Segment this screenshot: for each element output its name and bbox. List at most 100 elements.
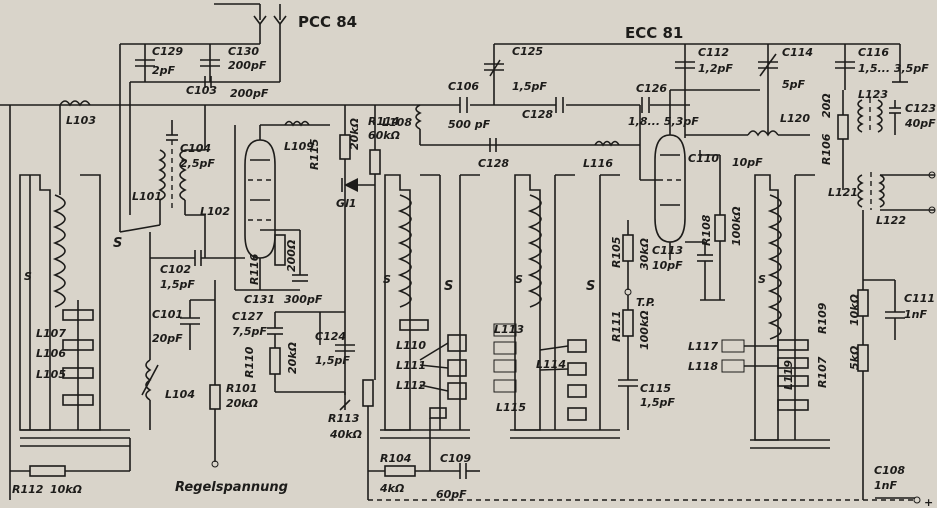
- l117-coil: [721, 339, 745, 353]
- l103-label: L103: [66, 114, 96, 127]
- main-rail: [0, 97, 690, 500]
- c126-label: C125: [512, 45, 543, 58]
- r101-resistor: [209, 384, 221, 410]
- c131-label: C131: [244, 293, 275, 306]
- l116-coil: [594, 140, 620, 147]
- r111-label: R111: [610, 311, 623, 342]
- r104-label: R104: [380, 452, 411, 465]
- r108-value: 100kΩ: [730, 206, 743, 246]
- l119-label: L119: [782, 360, 795, 390]
- l118-label: L118: [688, 360, 718, 373]
- c130-label: C130: [228, 45, 259, 58]
- r114-resistor: [369, 149, 381, 175]
- r113-label: R113: [328, 412, 360, 425]
- l121-label: L121: [828, 186, 858, 199]
- c129-label: C129: [152, 45, 183, 58]
- c108-label: C108: [874, 464, 905, 477]
- c126-value: 1,5pF: [512, 80, 547, 93]
- l122-label: L122: [876, 214, 906, 227]
- r110-label: R110: [243, 346, 256, 378]
- r112-resistor: [29, 465, 66, 477]
- l117-label: L117: [688, 340, 718, 353]
- ecc81-tube: [639, 89, 760, 260]
- r101-value: 20kΩ: [226, 397, 258, 410]
- c110-label: C116: [858, 46, 889, 59]
- c109-value: 1,5pF: [640, 396, 675, 409]
- r106-label: R106: [820, 133, 833, 165]
- r113-value: 40kΩ: [329, 428, 362, 441]
- shield-s-small-4: S: [758, 273, 766, 286]
- l107-label: L107: [36, 327, 66, 340]
- r104-value: 4kΩ: [379, 482, 404, 495]
- c106-label: C124: [315, 330, 346, 343]
- c111-value: 1nF: [904, 308, 927, 321]
- c114-value: 1,2pF: [698, 62, 733, 75]
- l109-label: L109: [284, 140, 314, 153]
- c108-value: 1nF: [874, 479, 897, 492]
- coil-bank-2: [380, 174, 480, 439]
- c104-label: C104: [180, 142, 211, 155]
- c110-value: 1,5... 3,5pF: [858, 62, 929, 75]
- shield-s-small-1: S: [24, 270, 32, 283]
- r114-label: R114: [368, 115, 399, 128]
- l101-label: L101: [132, 190, 162, 203]
- c127-value: 7,5pF: [232, 325, 267, 338]
- diode-gl1: [344, 178, 358, 192]
- l113-label: L113: [494, 323, 524, 336]
- shield-s-small-3: S: [515, 273, 523, 286]
- l112-label: L112: [396, 379, 426, 392]
- c129-value: 2pF: [152, 64, 176, 77]
- l118-coil: [721, 359, 745, 373]
- r112-label: R112: [12, 483, 44, 496]
- r111-value: 100kΩ: [638, 310, 651, 350]
- c116-value: 5pF: [782, 78, 806, 91]
- r107-label: R107: [816, 356, 829, 388]
- c112-label: C126: [636, 82, 667, 95]
- r114-value: 60kΩ: [368, 129, 400, 142]
- c127-label: C127: [232, 310, 263, 323]
- c131-value: 300pF: [284, 293, 323, 306]
- c124-value: 500 pF: [448, 118, 491, 131]
- l106-label: L106: [36, 347, 66, 360]
- r108-resistor: [714, 214, 726, 242]
- c111-label: C111: [904, 292, 935, 305]
- c123-value: 40pF: [904, 117, 936, 130]
- tube-label-pcc84: PCC 84: [298, 13, 357, 31]
- r115-value: 20kΩ: [348, 118, 361, 150]
- r109-label: R109: [816, 302, 829, 334]
- l113-l115-coils: [493, 323, 517, 393]
- c101-value: 20pF: [152, 332, 183, 345]
- l121-l122-transformer: [857, 171, 936, 214]
- c115-value: 10pF: [732, 156, 763, 169]
- l108-coil: [415, 104, 422, 130]
- l104-label: L104: [165, 388, 195, 401]
- tp-label: T.P.: [636, 296, 655, 309]
- l105-label: L105: [36, 368, 66, 381]
- l109-coil: [284, 120, 310, 127]
- tube-label-ecc81: ECC 81: [625, 24, 683, 42]
- c113-label: C113: [652, 244, 683, 257]
- antenna-input: [214, 3, 287, 82]
- r112-value: 10kΩ: [50, 483, 82, 496]
- coil-bank-3: [510, 174, 620, 439]
- coil-bank-4: [750, 174, 830, 449]
- shield-s-small-2: S: [383, 273, 391, 286]
- l120-coil: [747, 130, 779, 137]
- l123-label: L123: [858, 88, 888, 101]
- l115-label: L115: [496, 401, 526, 414]
- input-network: [119, 43, 280, 232]
- r105-resistor: [622, 234, 634, 262]
- l108-label: L108: [382, 116, 412, 129]
- c104-value: 2,5pF: [180, 157, 215, 170]
- r109-value: 10kΩ: [848, 294, 861, 326]
- c114-label: C112: [698, 46, 729, 59]
- c116-label: C114: [782, 46, 813, 59]
- c123-label: C123: [905, 102, 936, 115]
- c113-value: 10pF: [652, 259, 683, 272]
- l116-top-label: L116: [583, 157, 613, 170]
- l114-label: L114: [536, 358, 566, 371]
- diode-label: Gl1: [336, 197, 356, 210]
- l111-label: L111: [396, 359, 426, 372]
